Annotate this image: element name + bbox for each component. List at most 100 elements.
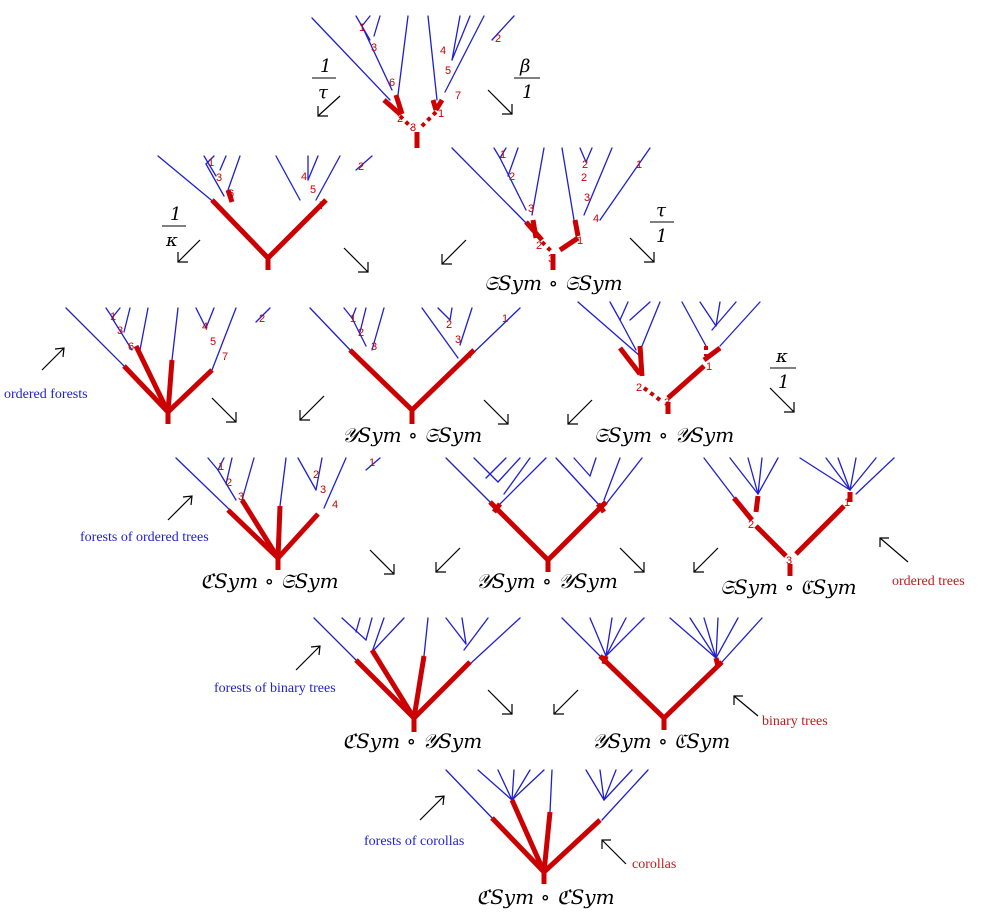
note-corollas: corollas [632,857,676,872]
svg-text:2: 2 [259,313,265,325]
arrows-row6 [419,795,627,865]
svg-text:4: 4 [202,321,208,333]
note-forests-binary-trees: forests of binary trees [214,681,336,696]
svg-text:2: 2 [397,113,403,125]
map-tau2: τ 1 [650,200,674,247]
svg-text:τ: τ [318,82,329,103]
tree-row5-right [561,617,763,730]
svg-text:β: β [519,56,530,77]
note-forests-corollas: forests of corollas [364,834,464,849]
svg-text:1: 1 [844,497,850,509]
svg-text:4: 4 [466,349,472,361]
tree-row3-left: 136 457 2 [65,307,271,424]
svg-text:2: 2 [636,382,642,394]
note-ordered-forests: ordered forests [4,387,88,402]
svg-text:1: 1 [218,461,224,473]
svg-text:κ: κ [165,230,178,251]
note-ordered-trees: ordered trees [892,574,965,589]
svg-text:4: 4 [301,171,307,183]
arrows-row5 [295,645,759,717]
svg-text:3: 3 [238,491,244,503]
map-kappa: 1 κ [162,204,201,263]
svg-text:7: 7 [222,351,228,363]
map-beta: β 1 [487,56,540,115]
arrows-row4 [167,495,909,575]
svg-text:2: 2 [748,519,754,531]
tree-row5-left [313,617,521,732]
tree-top: 136 23 457 12 [311,15,515,148]
svg-text:2: 2 [313,469,319,481]
svg-text:1: 1 [369,457,375,469]
svg-text:3: 3 [528,203,534,215]
svg-text:1: 1 [350,313,356,325]
svg-text:2: 2 [582,159,588,171]
svg-text:2: 2 [495,33,501,45]
svg-text:6: 6 [228,188,234,200]
svg-text:4: 4 [593,213,599,225]
svg-text:3: 3 [371,42,377,54]
tree-row2-left: 136 457 2 [157,155,373,270]
svg-text:1: 1 [359,22,365,34]
tree-row4-mid [445,457,643,572]
svg-text:1: 1 [656,226,667,247]
svg-text:3: 3 [410,122,416,134]
svg-text:1: 1 [502,313,508,325]
svg-text:κ: κ [775,346,788,367]
label-cs-ss: ℭSym ∘ 𝔖Sym [200,569,339,593]
svg-text:2: 2 [358,327,364,339]
svg-text:2: 2 [226,477,232,489]
tree-row3-right: 2 3 1 [577,301,761,414]
svg-text:1: 1 [110,311,116,323]
svg-text:1: 1 [500,149,506,161]
label-ss-cs: 𝔖Sym ∘ ℭSym [720,575,857,599]
label-ys-ss: 𝒴Sym ∘ 𝔖Sym [342,423,482,447]
label-ss-ys: 𝔖Sym ∘ 𝒴Sym [594,423,734,447]
svg-text:5: 5 [310,184,316,196]
svg-text:τ: τ [656,200,667,221]
svg-text:7: 7 [319,200,325,212]
svg-text:3: 3 [584,192,590,204]
tree-bottom [445,769,649,884]
svg-text:1: 1 [636,159,642,171]
label-cs-cs: ℭSym ∘ ℭSym [476,885,615,909]
svg-text:1: 1 [320,56,331,77]
svg-text:3: 3 [664,397,670,409]
svg-text:3: 3 [320,484,326,496]
svg-text:2: 2 [509,171,515,183]
svg-text:6: 6 [128,341,134,353]
tree-row4-right: 2 3 1 [703,457,895,576]
svg-text:1: 1 [170,204,181,225]
svg-text:1: 1 [706,361,712,373]
svg-text:2: 2 [446,319,452,331]
svg-text:5: 5 [210,336,216,348]
svg-text:3: 3 [786,555,792,567]
svg-text:3: 3 [371,341,377,353]
label-ys-cs: 𝒴Sym ∘ ℭSym [592,729,730,753]
tree-row2-right: 123 23 234 11 2 [451,147,651,270]
arrows-row3 [41,347,795,425]
svg-text:7: 7 [455,90,461,102]
tree-row4-left: 123 234 1 [175,457,381,570]
svg-text:2: 2 [536,240,542,252]
note-binary-trees: binary trees [762,714,828,729]
note-forests-ordered-trees: forests of ordered trees [80,530,209,545]
svg-text:4: 4 [332,499,338,511]
svg-text:3: 3 [455,334,461,346]
svg-text:6: 6 [389,77,395,89]
svg-text:3: 3 [548,253,554,265]
svg-text:3: 3 [216,172,222,184]
tree-row3-mid: 123 234 1 [309,307,521,424]
svg-text:1: 1 [577,235,583,247]
label-ys-ys: 𝒴Sym ∘ 𝒴Sym [476,569,618,593]
svg-text:2: 2 [581,172,587,184]
svg-text:1: 1 [778,372,789,393]
map-tau: 1 τ [312,56,341,117]
label-cs-ys: ℭSym ∘ 𝒴Sym [342,729,482,753]
svg-text:2: 2 [358,161,364,173]
map-kappa2: κ 1 [770,346,796,393]
svg-text:1: 1 [208,157,214,169]
svg-text:1: 1 [522,82,533,103]
svg-text:3: 3 [117,325,123,337]
svg-text:1: 1 [438,108,444,120]
